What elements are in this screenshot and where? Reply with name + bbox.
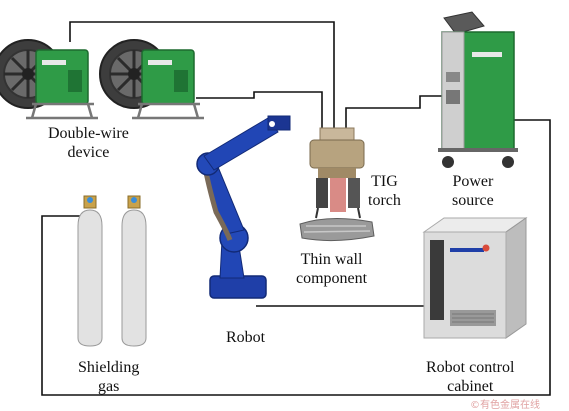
control-cabinet-icon [422,217,528,339]
label-robot: Robot [226,329,266,346]
label-shielding-gas-line1: Shielding [78,359,140,376]
thin-wall-component-icon [299,217,375,242]
label-shielding-gas: Shielding gas [78,358,139,396]
wire-feeder2-torch [196,91,323,132]
wire-feeder-icon [99,39,204,120]
label-thin-wall-component: Thin wall component [296,250,367,288]
label-tig-torch-line2: torch [368,192,401,209]
label-double-wire-device: Double-wire device [48,124,129,162]
label-robot-control-cabinet-line1: Robot control [426,359,515,376]
label-power-source-line1: Power [452,173,494,190]
wire-power-gas-loop [41,119,551,396]
tig-torch-icon [309,127,365,219]
label-double-wire-device-line1: Double-wire [48,125,129,142]
gas-cylinder-icon [121,195,147,347]
gas-cylinder-icon [77,195,103,347]
label-power-source-line2: source [452,192,494,209]
watermark: ©有色金属在线 [470,400,540,411]
label-tig-torch-line1: TIG [371,173,398,190]
wire-power-torch [345,95,452,132]
robot-arm-icon [196,115,291,299]
label-power-source: Power source [452,172,494,210]
connection-lines [41,21,551,396]
label-thin-wall-component-line1: Thin wall [300,251,363,268]
power-source-icon [438,11,518,168]
label-shielding-gas-line2: gas [98,378,120,395]
label-double-wire-device-line2: device [67,144,110,161]
label-robot-control-cabinet: Robot control cabinet [426,358,514,396]
wire-feeder1-torch [69,21,335,132]
label-tig-torch: TIG torch [368,172,401,210]
label-robot-control-cabinet-line2: cabinet [447,378,494,395]
label-thin-wall-component-line2: component [296,270,368,287]
wire-feeder-icon [0,39,98,120]
